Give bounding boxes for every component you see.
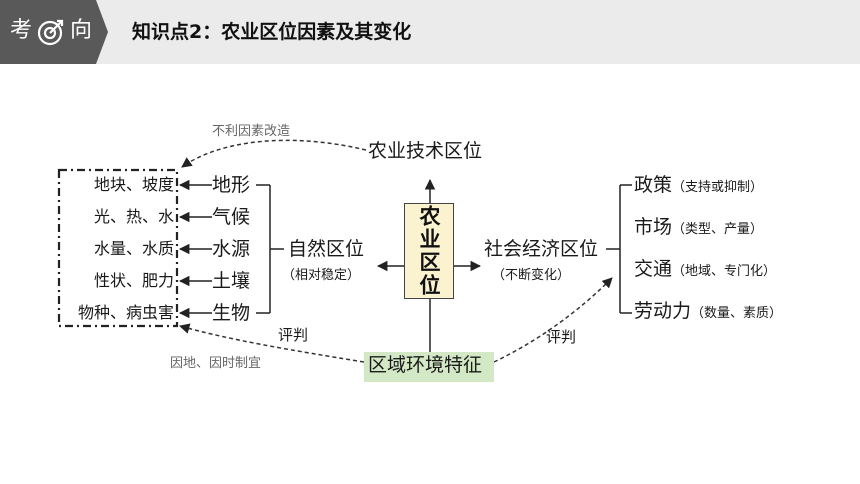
natural-location-label: 自然区位 — [288, 238, 365, 260]
factor-biology: 生物 — [212, 302, 251, 324]
factor-terrain: 地形 — [212, 174, 251, 196]
agri-location-box: 农业区位 — [404, 203, 454, 299]
badge-char-right: 向 — [70, 18, 93, 43]
section-badge: 考 向 — [0, 0, 108, 64]
target-icon — [37, 19, 64, 46]
page-title: 知识点2：农业区位因素及其变化 — [132, 21, 412, 43]
detail-biology: 物种、病虫害 — [77, 303, 174, 322]
factor-soil: 土壤 — [212, 270, 251, 292]
factor-labor: 劳动力（数量、素质） — [634, 300, 783, 322]
detail-water: 水量、水质 — [93, 239, 174, 258]
tech-note: 不利因素改造 — [212, 124, 291, 139]
evaluate-left: 评判 — [278, 326, 309, 344]
social-location-note: （不断变化） — [492, 268, 571, 283]
tech-location-label: 农业技术区位 — [368, 140, 483, 162]
detail-soil: 性状、肥力 — [93, 271, 174, 290]
env-feature-box — [364, 352, 494, 382]
evaluate-right: 评判 — [546, 328, 577, 346]
dashed-tech-to-details — [181, 139, 367, 168]
agri-location-label: 农业区位 — [417, 205, 441, 297]
factor-policy: 政策（支持或抑制） — [634, 174, 764, 196]
factor-market: 市场（类型、产量） — [634, 216, 764, 238]
natural-location-note: （相对稳定） — [282, 268, 361, 283]
dashed-env-to-details — [178, 323, 365, 363]
badge-char-left: 考 — [10, 18, 33, 43]
social-location-label: 社会经济区位 — [484, 238, 599, 260]
social-bracket — [606, 184, 632, 314]
dashed-env-to-social — [493, 277, 613, 363]
factor-transport: 交通（地域、专门化） — [634, 258, 777, 280]
details-dashdot-box — [57, 168, 179, 328]
adapt-note: 因地、因时制宜 — [170, 356, 262, 371]
header-bar — [0, 0, 860, 64]
detail-terrain: 地块、坡度 — [93, 175, 174, 194]
factor-water: 水源 — [212, 238, 251, 260]
factor-climate: 气候 — [212, 206, 251, 228]
detail-climate: 光、热、水 — [93, 207, 174, 226]
env-feature-label: 区域环境特征 — [368, 354, 483, 376]
natural-bracket — [256, 184, 284, 314]
